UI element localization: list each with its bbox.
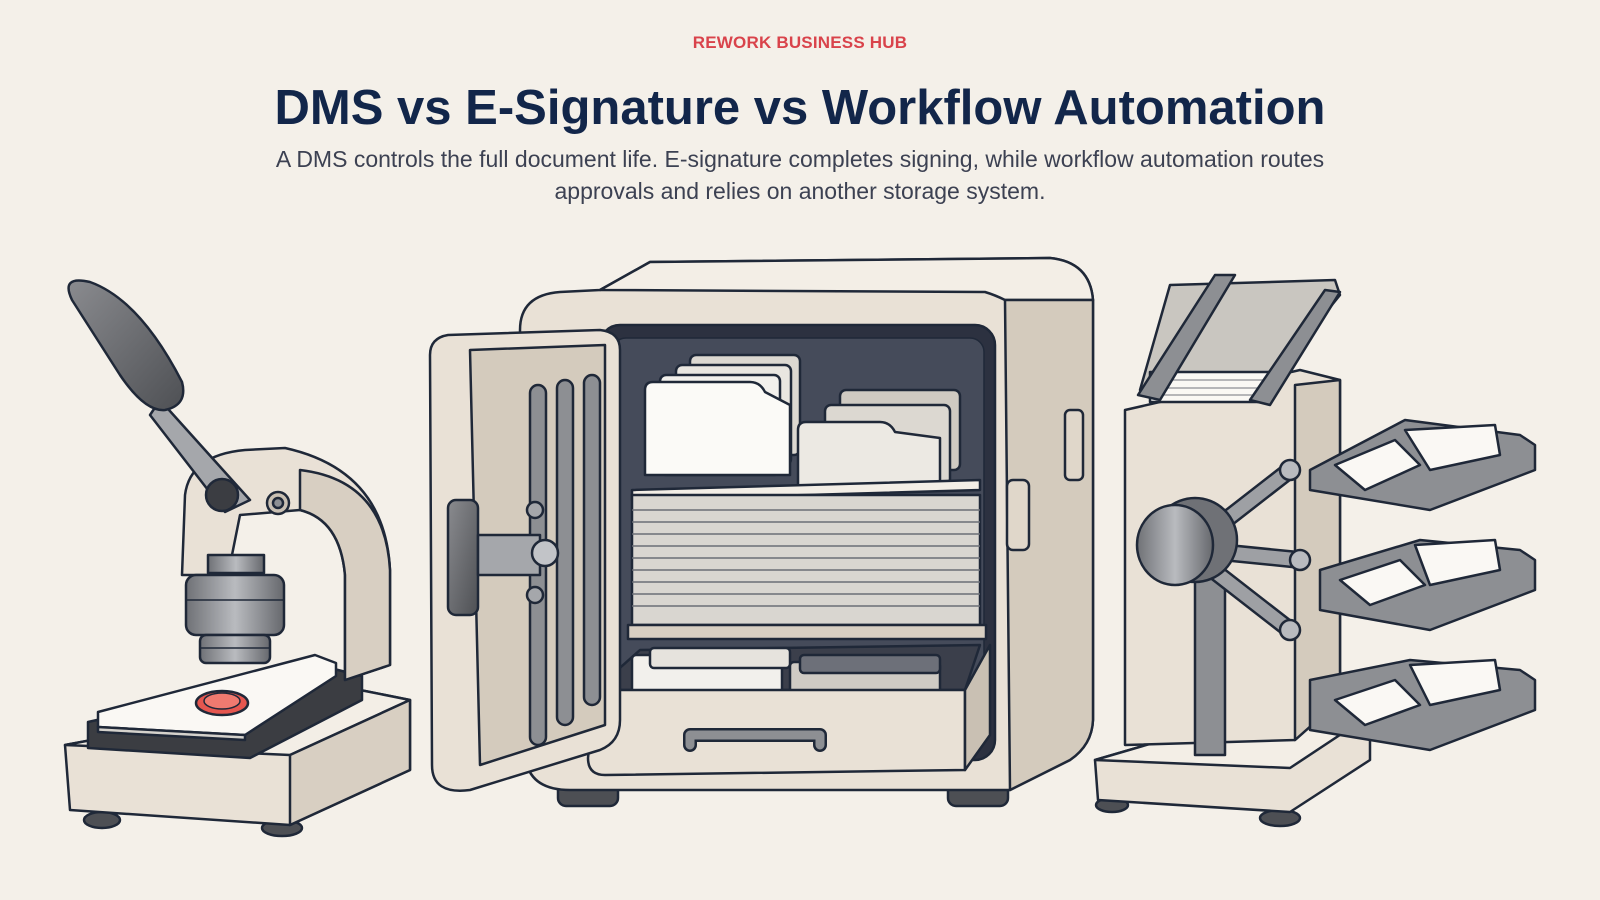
page-title: DMS vs E-Signature vs Workflow Automatio…	[274, 81, 1326, 135]
output-tray-bottom	[1308, 658, 1537, 752]
output-tray-middle	[1318, 538, 1537, 632]
brand-label: REWORK BUSINESS HUB	[692, 33, 908, 52]
page-subtitle: A DMS controls the full document life. E…	[275, 146, 1325, 204]
seal-press-icon	[63, 279, 412, 838]
sorting-machine-icon	[1093, 273, 1537, 828]
output-tray-top	[1308, 418, 1537, 512]
illustration-scene	[63, 256, 1537, 838]
safe-cabinet-icon	[428, 256, 1095, 808]
